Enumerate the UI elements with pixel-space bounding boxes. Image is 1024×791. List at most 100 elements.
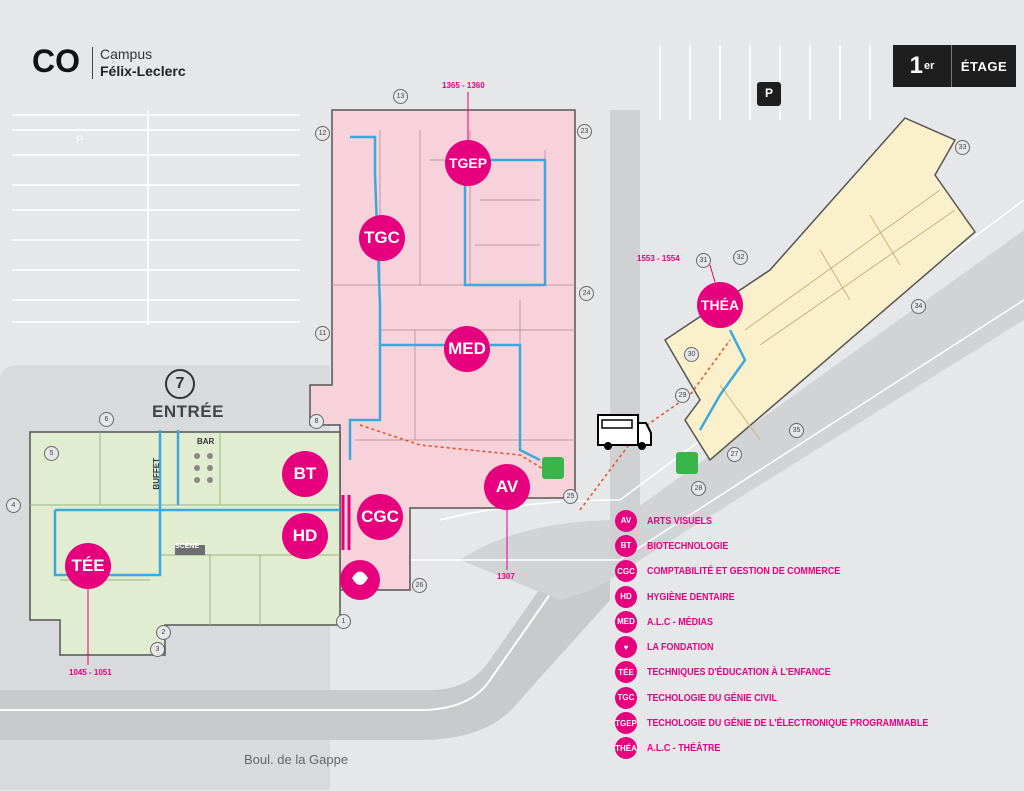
legend-item: TÉE TECHNIQUES D'ÉDUCATION À L'ENFANCE (615, 660, 978, 685)
legend-code: THÉA (615, 737, 637, 760)
door-number: 4 (6, 498, 21, 513)
parking-west (12, 110, 300, 325)
buffet-label: BUFFET (152, 458, 161, 490)
legend-label: BIOTECHNOLOGIE (647, 539, 729, 552)
med-marker (444, 326, 490, 372)
svg-text:CO: CO (32, 44, 80, 79)
door-number: 34 (911, 299, 926, 314)
door-number: 35 (789, 423, 804, 438)
parking-icon (757, 82, 781, 106)
legend-item: AV ARTS VISUELS (615, 508, 978, 533)
door-number: 2 (156, 625, 171, 640)
leader-lines (87, 92, 716, 665)
legend: AV ARTS VISUELS BT BIOTECHNOLOGIE CGC COMPTAB… (615, 508, 978, 761)
legend-item: HD HYGIÈNE DENTAIRE (615, 584, 978, 609)
entrance-label: ENTRÉE (152, 402, 224, 421)
floor-label: ÉTAGE (960, 58, 1008, 74)
legend-code: CGC (615, 560, 637, 583)
marker-label-2: MED (448, 338, 486, 358)
legend-item: TGEP TECHOLOGIE DU GÉNIE DE L'ÉLECTRONIQU… (615, 710, 978, 735)
legend-item: CGC COMPTABILITÉ ET GESTION DE COMMERCE (615, 559, 978, 584)
marker-label-6: AV (495, 476, 519, 496)
parking-label: P (764, 86, 773, 100)
road-line-east-2 (400, 299, 1024, 561)
thea-marker (697, 282, 743, 328)
door-number: 5 (44, 446, 59, 461)
legend-code: HD (615, 585, 637, 608)
legend-item: THÉA A.L.C - THÉÂTRE (615, 736, 978, 761)
parking-east (659, 45, 871, 120)
yellow-wing-rooms (719, 189, 956, 441)
legend-item: MED A.L.C - MÉDIAS (615, 609, 978, 634)
tgc-marker (359, 215, 405, 261)
legend-label: A.L.C - THÉÂTRE (647, 742, 721, 755)
door-number: 27 (727, 447, 742, 462)
scene-block (175, 545, 205, 555)
legend-code: TGC (615, 686, 637, 709)
legend-label: HYGIÈNE DENTAIRE (647, 590, 735, 603)
hd-marker (282, 513, 328, 559)
av-rooms: 1307 (497, 572, 515, 581)
door-number: 11 (315, 326, 330, 341)
food-truck-icon (597, 414, 652, 450)
campus-name: Félix-Leclerc (100, 63, 186, 79)
emergency-exit-icon (542, 457, 564, 479)
door-number: 28 (691, 481, 706, 496)
tgep-rooms: 1365 - 1360 (442, 81, 485, 90)
door-number: 24 (579, 286, 594, 301)
legend-label: TECHOLOGIE DU GÉNIE DE L'ÉLECTRONIQUE PR… (647, 717, 929, 730)
tee-marker (65, 543, 111, 589)
door-number: 23 (577, 124, 592, 139)
legend-label: A.L.C - MÉDIAS (647, 615, 713, 628)
av-marker (484, 464, 530, 510)
parking-label-west: P (76, 134, 84, 146)
door-number: 3 (150, 642, 165, 657)
door-number: 29 (675, 388, 690, 403)
marker-label-8: THÉA (700, 296, 740, 313)
legend-label: TECHOLOGIE DU GÉNIE CIVIL (647, 691, 777, 704)
legend-code: AV (615, 509, 637, 532)
tgep-marker (445, 140, 491, 186)
door-number: 33 (955, 140, 970, 155)
street-label: Boul. de la Gappe (244, 752, 349, 767)
legend-item: ♥LA FONDATION (615, 634, 978, 659)
marker-label-4: HD (292, 525, 318, 545)
legend-code: BT (615, 534, 637, 557)
tee-rooms: 1045 - 1051 (69, 668, 112, 677)
legend-code: TÉE (615, 661, 637, 684)
cgc-marker (357, 494, 403, 540)
marker-label-7: TÉE (71, 555, 105, 575)
legend-item: BT BIOTECHNOLOGIE (615, 533, 978, 558)
legend-label: COMPTABILITÉ ET GESTION DE COMMERCE (647, 565, 841, 578)
thea-rooms: 1553 - 1554 (637, 254, 680, 263)
door-number: 25 (563, 489, 578, 504)
exterior-routes (359, 339, 731, 511)
legend-item: TGC TECHOLOGIE DU GÉNIE CIVIL (615, 685, 978, 710)
entrance-number: 7 (165, 369, 195, 399)
road (0, 560, 610, 740)
legend-code: TGEP (615, 712, 637, 735)
legend-label: TECHNIQUES D'ÉDUCATION À L'ENFANCE (647, 666, 831, 679)
legend-label: LA FONDATION (647, 641, 714, 654)
door-number: 13 (393, 89, 408, 104)
road-east (460, 230, 1024, 600)
door-number: 31 (696, 253, 711, 268)
buffet-tables (194, 453, 213, 483)
road-north (610, 110, 640, 560)
emergency-exit-icon (676, 452, 698, 474)
marker-label-1: TGC (364, 227, 400, 247)
door-number: 30 (684, 347, 699, 362)
road-line (0, 579, 561, 711)
legend-code: MED (615, 610, 637, 633)
legend-label: ARTS VISUELS (647, 514, 712, 527)
door-number: 6 (99, 412, 114, 427)
bar-label: BAR (197, 437, 215, 446)
campus-label: Campus (100, 46, 153, 62)
department-markers (65, 140, 743, 600)
door-number: 26 (412, 578, 427, 593)
stripe-markers (341, 495, 351, 550)
